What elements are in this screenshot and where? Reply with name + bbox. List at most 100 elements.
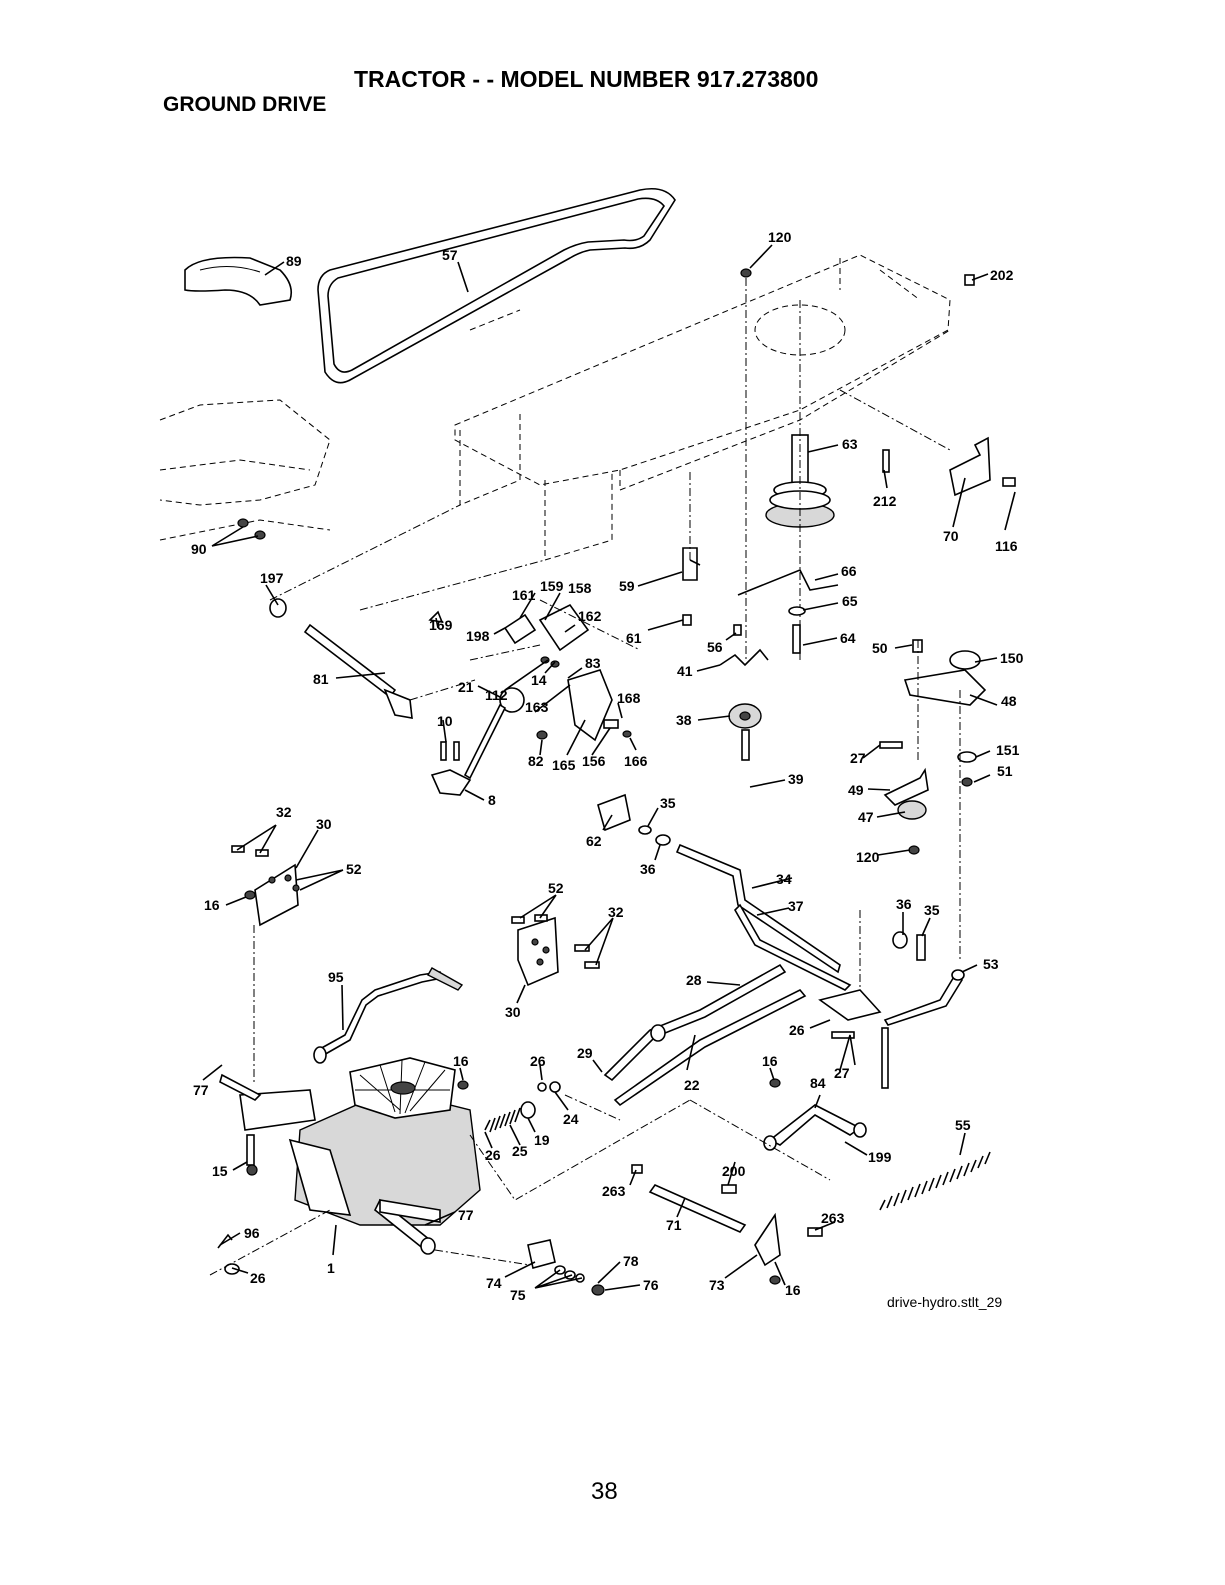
callout-label: 38 [676,712,692,728]
callout-label: 202 [990,267,1014,283]
hardware-parts [237,268,1016,960]
callout-label: 212 [873,493,897,509]
fender-part [184,256,293,306]
section-subtitle: GROUND DRIVE [163,93,327,116]
callout-label: 27 [850,750,866,766]
callout-label: 56 [707,639,723,655]
callout-label: 198 [466,628,490,644]
callout-label: 151 [996,742,1020,758]
callout-label: 70 [943,528,959,544]
callout-label: 263 [602,1183,626,1199]
callout-label: 55 [955,1117,971,1133]
callout-label: 57 [442,247,458,263]
callout-label: 37 [788,898,804,914]
callout-label: 16 [785,1282,801,1298]
drawing-file-reference: drive-hydro.stlt_29 [887,1294,1003,1310]
callout-label: 27 [834,1065,850,1081]
center-bracket [511,914,600,987]
callout-label: 14 [531,672,547,688]
callout-label: 73 [709,1277,725,1293]
callout-label: 26 [485,1147,501,1163]
callout-label: 78 [623,1253,639,1269]
callout-label: 32 [276,804,292,820]
callout-label: 32 [608,904,624,920]
callout-label: 116 [995,538,1018,554]
page-title: TRACTOR - - MODEL NUMBER 917.273800 [354,66,819,92]
callout-label: 165 [552,757,576,773]
callout-labels: 57 120 89 63 212 70 116 90 197 161 159 1… [191,229,1024,1303]
callout-label: 168 [617,690,641,706]
callout-label: 47 [858,809,874,825]
callout-label: 30 [316,816,332,832]
callout-label: 112 [485,687,508,703]
callout-label: 50 [872,640,888,656]
callout-label: 200 [722,1163,746,1179]
transaxle [217,1057,481,1275]
callout-label: 1 [327,1260,335,1276]
lower-linkage [527,1104,867,1296]
callout-label: 35 [924,902,940,918]
callout-label: 64 [840,630,856,646]
callout-label: 16 [204,897,220,913]
callout-label: 120 [856,849,880,865]
callout-label: 163 [525,699,549,715]
callout-label: 52 [548,880,564,896]
callout-label: 16 [762,1053,778,1069]
rods [313,793,965,1107]
callout-label: 30 [505,1004,521,1020]
callout-label: 35 [660,795,676,811]
callout-label: 65 [842,593,858,609]
linkage-assembly [428,603,632,742]
callout-label: 61 [626,630,642,646]
page-number: 38 [591,1478,618,1505]
callout-label: 63 [842,436,858,452]
callout-label: 158 [568,580,592,596]
left-bracket [231,845,300,1085]
callout-label: 81 [313,671,329,687]
callout-label: 169 [429,617,453,633]
callout-label: 26 [250,1270,266,1286]
callout-label: 66 [841,563,857,579]
leader-lines [202,244,1016,1291]
callout-label: 15 [212,1163,228,1179]
callout-label: 26 [530,1053,546,1069]
callout-label: 24 [563,1111,579,1127]
callout-label: 48 [1001,693,1017,709]
callout-label: 90 [191,541,207,557]
callout-label: 159 [540,578,564,594]
assembly-lines [209,389,951,1276]
callout-label: 197 [260,570,284,586]
callout-label: 36 [896,896,912,912]
callout-label: 16 [453,1053,469,1069]
callout-label: 150 [1000,650,1024,666]
callout-label: 28 [686,972,702,988]
tractor-frame [159,254,951,561]
callout-label: 36 [640,861,656,877]
callout-label: 77 [193,1082,209,1098]
callout-label: 19 [534,1132,550,1148]
callout-label: 199 [868,1149,892,1165]
callout-label: 39 [788,771,804,787]
callout-label: 77 [458,1207,474,1223]
callout-label: 84 [810,1075,826,1091]
callout-label: 8 [488,792,496,808]
callout-label: 120 [768,229,792,245]
callout-label: 166 [624,753,648,769]
callout-label: 53 [983,956,999,972]
callout-label: 21 [458,679,474,695]
callout-label: 161 [512,587,536,603]
callout-label: 263 [821,1210,845,1226]
callout-label: 74 [486,1275,502,1291]
callout-label: 75 [510,1287,526,1303]
callout-label: 76 [643,1277,659,1293]
callout-label: 10 [437,713,453,729]
callout-label: 59 [619,578,635,594]
callout-label: 25 [512,1143,528,1159]
callout-label: 71 [666,1217,682,1233]
callout-label: 162 [578,608,602,624]
callout-label: 41 [677,663,693,679]
callout-label: 89 [286,253,302,269]
control-lever [430,687,525,796]
callout-label: 52 [346,861,362,877]
